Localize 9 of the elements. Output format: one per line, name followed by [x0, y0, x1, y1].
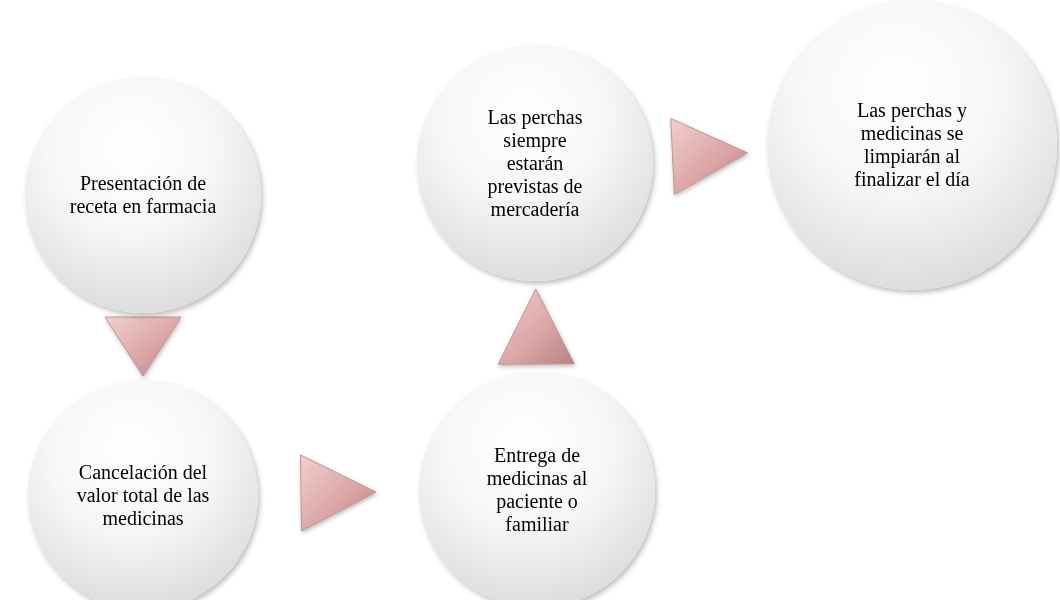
step-text: Las perchas y medicinas se limpiarán al finalizar el día — [853, 99, 971, 191]
arrow-triangle — [670, 118, 748, 195]
step-text: Las perchas siempre estarán previstas de mercadería — [486, 105, 584, 221]
arrow-triangle — [104, 316, 182, 377]
arrow-triangle — [300, 454, 377, 532]
arrow-triangle — [497, 288, 575, 365]
step-text: Entrega de medicinas al paciente o familiar — [485, 444, 589, 536]
step-text: Cancelación del valor total de las medicinas — [75, 460, 211, 530]
step-text: Presentación de receta en farmacia — [68, 172, 218, 218]
